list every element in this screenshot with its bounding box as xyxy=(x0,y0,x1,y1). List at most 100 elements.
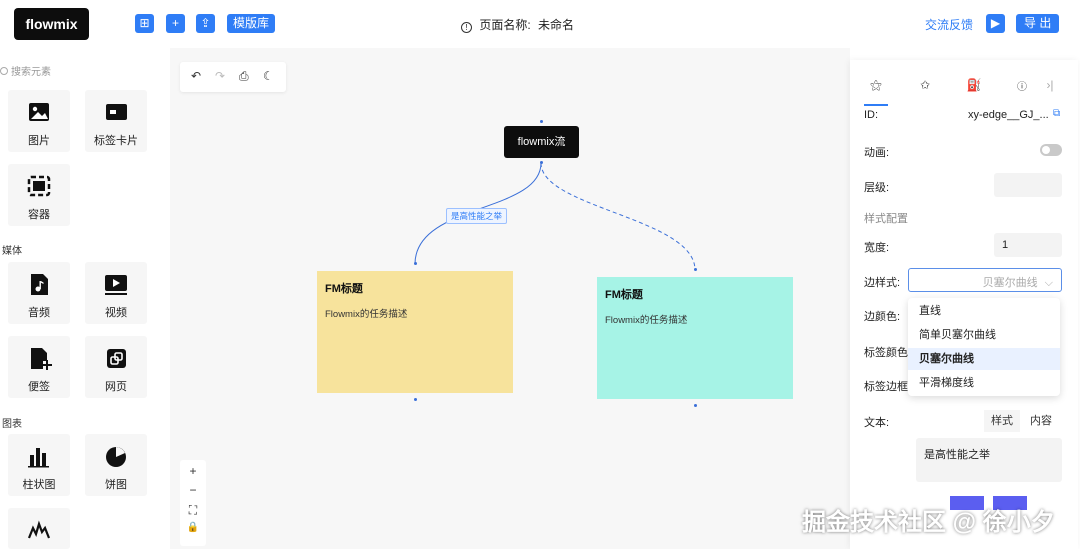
animation-label: 动画: xyxy=(864,147,890,159)
section-media: 媒体 xyxy=(2,246,22,257)
option-bezier[interactable]: 贝塞尔曲线 xyxy=(908,348,1060,370)
print-icon[interactable]: ⎙ xyxy=(239,69,249,83)
card-description: Flowmix的任务描述 xyxy=(325,309,408,320)
link-icon xyxy=(107,349,126,368)
option-simple-bezier[interactable]: 简单贝塞尔曲线 xyxy=(919,329,996,341)
text-tab-style[interactable]: 样式 xyxy=(984,410,1020,432)
card-description: Flowmix的任务描述 xyxy=(605,315,688,326)
dashed-edge xyxy=(540,162,696,271)
layout-grid-button[interactable]: ⊞ xyxy=(135,14,154,33)
task-card-2[interactable]: FM标题 Flowmix的任务描述 xyxy=(597,277,793,399)
element-label: 图片 xyxy=(28,135,50,147)
element-label: 容器 xyxy=(28,209,50,221)
handle-dot[interactable] xyxy=(694,268,697,271)
handle-dot[interactable] xyxy=(540,120,543,123)
element-webpage[interactable]: 网页 xyxy=(85,336,147,398)
app-logo: flowmix xyxy=(14,8,89,40)
element-audio[interactable]: 音频 xyxy=(8,262,70,324)
edge-style-dropdown: 直线 简单贝塞尔曲线 贝塞尔曲线 平滑梯度线 xyxy=(908,298,1060,396)
element-bar-chart[interactable]: 柱状图 xyxy=(8,434,70,496)
text-content-input[interactable]: 是高性能之举 xyxy=(916,438,1062,482)
undo-icon[interactable]: ↶ xyxy=(191,69,202,83)
style-config-heading: 样式配置 xyxy=(864,213,908,225)
element-label: 视频 xyxy=(105,307,127,319)
page-name-label: 页面名称: xyxy=(479,18,531,32)
page-name-value: 未命名 xyxy=(538,18,575,32)
page-name: ! 页面名称: 未命名 xyxy=(461,16,574,33)
handle-dot[interactable] xyxy=(540,161,543,164)
label-border-label: 标签边框 xyxy=(864,381,908,393)
info-icon[interactable]: ⓘ xyxy=(1017,82,1027,93)
collapse-panel-icon[interactable]: ›| xyxy=(1046,78,1054,92)
handle-dot[interactable] xyxy=(414,398,417,401)
action-button[interactable] xyxy=(950,496,984,510)
plus-icon: + xyxy=(171,16,179,30)
element-note[interactable]: 便签 xyxy=(8,336,70,398)
task-card-1[interactable]: FM标题 Flowmix的任务描述 xyxy=(317,271,513,393)
level-input[interactable] xyxy=(994,173,1062,197)
add-button[interactable]: + xyxy=(166,14,185,33)
search-input[interactable]: 搜索元素 xyxy=(0,63,51,78)
fit-view-icon[interactable]: ⛶ xyxy=(188,503,198,517)
flow-canvas[interactable]: ↶ ↷ ⎙ ☾ flowmix流 是高性能之举 FM标题 Flowmix的任务描… xyxy=(170,48,850,549)
grid-icon: ⊞ xyxy=(139,16,150,30)
upload-icon: ⇪ xyxy=(200,16,211,30)
dark-mode-icon[interactable]: ☾ xyxy=(263,69,274,83)
note-add-icon xyxy=(31,348,52,370)
top-bar: flowmix ⊞ + ⇪ 模版库 ! 页面名称: 未命名 交流反馈 ▶ 导 出 xyxy=(0,0,1080,48)
card-title: FM标题 xyxy=(325,283,363,295)
element-video[interactable]: 视频 xyxy=(85,262,147,324)
tag-card-icon xyxy=(106,104,127,120)
animation-toggle[interactable] xyxy=(1040,144,1062,156)
option-smooth-step[interactable]: 平滑梯度线 xyxy=(919,377,974,389)
option-straight[interactable]: 直线 xyxy=(919,305,941,317)
play-button[interactable]: ▶ xyxy=(986,14,1005,33)
edge-style-label: 边样式: xyxy=(864,277,901,289)
image-icon xyxy=(29,103,49,121)
edge-style-value: 贝塞尔曲线 xyxy=(982,277,1038,289)
zoom-out-icon[interactable]: − xyxy=(189,483,197,497)
element-label: 饼图 xyxy=(105,479,127,491)
element-pie-chart[interactable]: 饼图 xyxy=(85,434,147,496)
brush-icon[interactable]: ⛽ xyxy=(966,78,982,92)
element-tag-card[interactable]: 标签卡片 xyxy=(85,90,147,152)
feedback-link[interactable]: 交流反馈 xyxy=(925,18,974,32)
text-label: 文本: xyxy=(864,417,890,429)
search-icon xyxy=(0,67,8,75)
bar-chart-icon xyxy=(28,448,49,468)
element-label: 标签卡片 xyxy=(94,135,138,147)
properties-panel: ⚝ ✩ ⛽ ⓘ ›| ID: xy-edge__GJ_... ⧉ 动画: 层级:… xyxy=(850,60,1078,549)
template-library-button[interactable]: 模版库 xyxy=(227,14,276,33)
handle-dot[interactable] xyxy=(414,262,417,265)
edge-style-select[interactable]: 贝塞尔曲线 ⌵ xyxy=(908,268,1062,292)
element-line-chart[interactable] xyxy=(8,508,70,549)
zoom-controls: + − ⛶ 🔒 xyxy=(180,460,206,546)
pie-chart-icon xyxy=(106,447,126,467)
element-label: 柱状图 xyxy=(22,479,56,491)
element-container[interactable]: 容器 xyxy=(8,164,70,226)
canvas-toolbar: ↶ ↷ ⎙ ☾ xyxy=(180,62,286,92)
action-button[interactable] xyxy=(993,496,1027,510)
element-label: 网页 xyxy=(105,381,127,393)
width-input[interactable]: 1 xyxy=(994,233,1062,257)
text-tab-content[interactable]: 内容 xyxy=(1022,410,1060,432)
element-sidebar: 搜索元素 图片 标签卡片 容器 媒体 音频 xyxy=(0,48,170,549)
copy-icon[interactable]: ⧉ xyxy=(1053,108,1061,119)
section-chart: 图表 xyxy=(2,419,22,430)
container-icon xyxy=(27,175,51,197)
export-button[interactable]: 导 出 xyxy=(1016,14,1060,33)
card-title: FM标题 xyxy=(605,289,643,301)
magic-wand-icon[interactable]: ⚝ xyxy=(870,78,882,92)
handle-dot[interactable] xyxy=(694,404,697,407)
star-icon[interactable]: ✩ xyxy=(919,78,931,92)
upload-button[interactable]: ⇪ xyxy=(196,14,215,33)
element-image[interactable]: 图片 xyxy=(8,90,70,152)
zoom-in-icon[interactable]: + xyxy=(189,464,197,478)
edge-label[interactable]: 是高性能之举 xyxy=(446,208,508,224)
info-icon: ! xyxy=(461,22,472,33)
lock-icon[interactable]: 🔒 xyxy=(186,522,200,533)
panel-tabs: ⚝ ✩ ⛽ ⓘ ›| xyxy=(850,60,1078,106)
element-label: 音频 xyxy=(28,307,50,319)
root-node[interactable]: flowmix流 xyxy=(504,126,579,158)
redo-icon[interactable]: ↷ xyxy=(215,69,226,83)
